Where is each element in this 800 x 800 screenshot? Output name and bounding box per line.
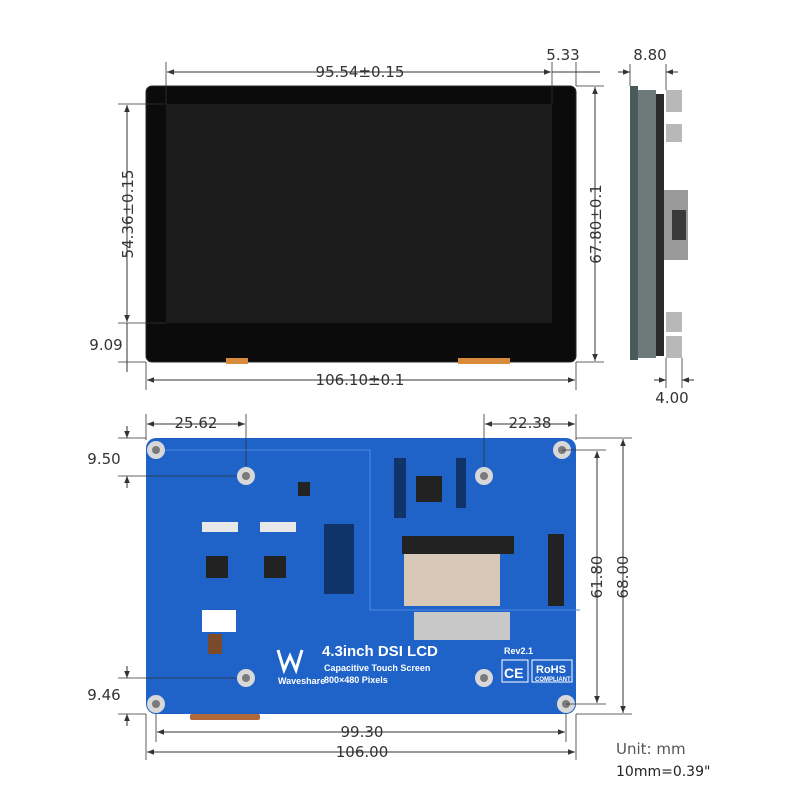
pcb-outline xyxy=(156,449,580,611)
dim-height-active: 54.36±0.15 xyxy=(119,170,137,259)
side-lcd xyxy=(638,90,656,358)
side-connector-back xyxy=(548,534,564,606)
front-view: 95.54±0.15 5.33 54.36±0.15 9.09 67.80±0.… xyxy=(89,46,605,390)
waveshare-logo xyxy=(276,649,304,675)
pcb-connector-cutout xyxy=(190,714,260,720)
mounting-hole xyxy=(237,669,255,687)
board-subtitle: Capacitive Touch Screen xyxy=(324,663,430,673)
rohs-box xyxy=(531,659,573,683)
rohs-sub: COMPLIANT xyxy=(535,677,571,683)
chip-driver xyxy=(264,556,286,578)
mounting-hole xyxy=(237,467,255,485)
active-area xyxy=(166,104,552,323)
side-glass xyxy=(630,86,638,360)
dim-total-height: 68.00 xyxy=(614,556,632,599)
dim-hole-height: 61.80 xyxy=(588,556,606,599)
mounting-hole xyxy=(147,441,165,459)
side-standoff xyxy=(666,312,682,332)
pcb-board xyxy=(146,438,576,714)
dim-hole-right-offset: 22.38 xyxy=(509,414,552,432)
dim-hole-spacing: 99.30 xyxy=(341,723,384,741)
switch-header xyxy=(202,610,236,632)
dim-thickness: 8.80 xyxy=(633,46,666,64)
resistor-array xyxy=(260,522,296,532)
dim-top-offset: 9.50 xyxy=(87,450,120,468)
mounting-hole xyxy=(147,695,165,713)
dim-height-total: 67.80±0.1 xyxy=(587,184,605,263)
resistor-array xyxy=(202,522,238,532)
back-view: Waveshare 4.3inch DSI LCD Capacitive Tou… xyxy=(87,414,632,761)
dim-width-active: 95.54±0.15 xyxy=(316,63,405,81)
ce-box xyxy=(501,659,529,683)
fpc-tab-left xyxy=(226,358,248,364)
dim-hole-left-offset: 25.62 xyxy=(175,414,218,432)
chip-small xyxy=(298,482,310,496)
rohs-mark: RoHS xyxy=(536,664,566,676)
mounting-hole xyxy=(475,467,493,485)
ce-mark: CE xyxy=(504,665,523,681)
side-standoff xyxy=(666,336,682,358)
side-connector-slot xyxy=(672,210,686,240)
unit-conversion: 10mm=0.39" xyxy=(616,764,711,780)
side-standoff xyxy=(666,90,682,112)
side-view: 8.80 4.00 xyxy=(618,46,694,407)
fpc-tab-right xyxy=(458,358,510,364)
front-bezel-edge xyxy=(145,85,577,363)
switch-body xyxy=(208,634,222,654)
shield-label xyxy=(414,612,510,640)
dim-right-offset: 5.33 xyxy=(546,46,579,64)
ffc-cable xyxy=(404,554,500,606)
mounting-hole xyxy=(475,669,493,687)
side-standoff xyxy=(666,124,682,142)
side-pcb xyxy=(656,94,664,356)
dim-bottom-depth: 4.00 xyxy=(655,389,688,407)
unit-label: Unit: mm xyxy=(616,740,686,758)
ffc-connector xyxy=(402,536,514,554)
dim-bottom-offset: 9.09 xyxy=(89,336,122,354)
chip-main xyxy=(416,476,442,502)
board-title: 4.3inch DSI LCD xyxy=(322,643,438,660)
component-column xyxy=(394,458,406,518)
component-column xyxy=(456,458,466,508)
dim-bottom-offset-back: 9.46 xyxy=(87,686,120,704)
brand-label: Waveshare xyxy=(278,676,325,686)
component-block xyxy=(324,524,354,594)
chip-driver xyxy=(206,556,228,578)
revision-label: Rev2.1 xyxy=(504,646,533,656)
dim-total-width: 106.00 xyxy=(336,743,389,761)
dim-width-total: 106.10±0.1 xyxy=(316,371,405,389)
board-resolution: 800×480 Pixels xyxy=(324,675,388,685)
